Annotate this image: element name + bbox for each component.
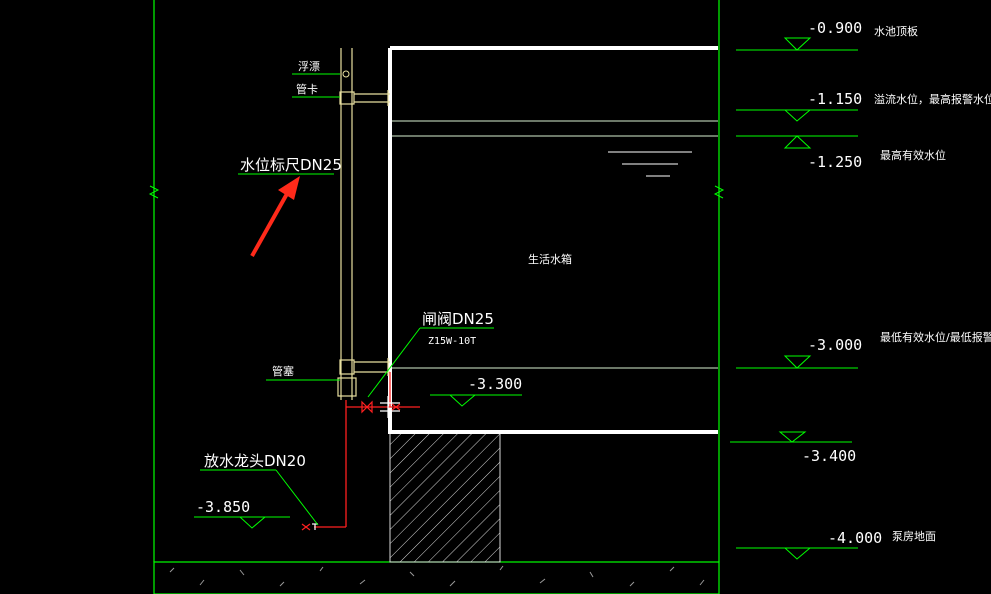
floor-texture [169, 565, 705, 587]
float-icon [342, 70, 350, 78]
tank-base-hatch [389, 432, 501, 563]
floor-slab [153, 561, 720, 594]
break-mark-icon [148, 185, 160, 199]
water-surface-icon [608, 151, 692, 177]
pipe-flange-icon [337, 358, 390, 397]
elev-4000: -4.000 [828, 529, 882, 547]
callout-leaders [200, 73, 494, 526]
valve-model-label: Z15W-10T [428, 336, 476, 347]
drain-pipe [314, 372, 420, 528]
break-mark-icon [713, 185, 725, 199]
note-overflow: 溢流水位，最高报警水位 [874, 92, 991, 106]
water-tank-outline [388, 46, 718, 434]
clamp-label: 管卡 [296, 82, 318, 96]
drain-tap-label: 放水龙头DN20 [204, 452, 306, 470]
gate-valve-label: 闸阀DN25 [422, 310, 494, 328]
elev-3400: -3.400 [802, 447, 856, 465]
float-label: 浮漂 [298, 60, 320, 73]
elev-1250: -1.250 [808, 153, 862, 171]
arrow-icon [250, 176, 300, 257]
pipe-clamp-icon [339, 90, 390, 106]
elev-3850: -3.850 [196, 498, 250, 516]
elev-0900: -0.900 [808, 19, 862, 37]
note-pool-top: 水池顶板 [874, 24, 918, 38]
elev-3300: -3.300 [468, 375, 522, 393]
valve-icon [361, 396, 401, 418]
gauge-label: 水位标尺DN25 [240, 156, 342, 174]
drain-tap-icon [301, 523, 318, 531]
flange-label: 管塞 [272, 364, 294, 378]
elev-3000: -3.000 [808, 336, 862, 354]
tank-label: 生活水箱 [528, 252, 572, 266]
elev-1150: -1.150 [808, 90, 862, 108]
elevation-triangle-icon [194, 37, 858, 560]
note-min-valid: 最低有效水位/最低报警水位 [880, 330, 991, 344]
note-max-valid: 最高有效水位 [880, 148, 946, 162]
note-pump-floor: 泵房地面 [892, 530, 936, 543]
